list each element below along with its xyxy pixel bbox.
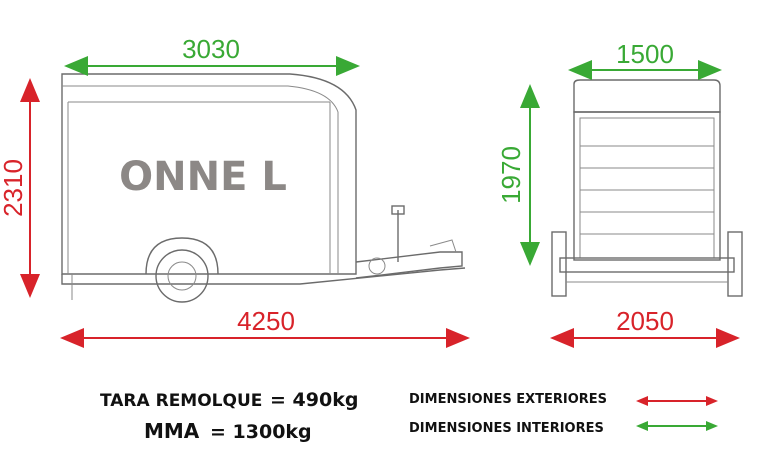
arrowhead-left	[64, 56, 88, 76]
rear-door-panel	[579, 117, 715, 259]
legend-exterior-arrow	[636, 396, 718, 406]
coupling-head	[429, 239, 457, 253]
arrowhead-bottom	[520, 242, 540, 266]
exterior-height-label: 2310	[0, 159, 28, 217]
arrowhead-top	[520, 84, 540, 108]
arrowhead-right	[336, 56, 360, 76]
arrowhead-right	[716, 328, 740, 348]
arrowhead-right	[446, 328, 470, 348]
right-wheel	[727, 231, 743, 297]
exterior-width-label: 2050	[616, 306, 674, 336]
arrowhead-left	[568, 60, 592, 80]
legend-exterior-label: DIMENSIONES EXTERIORES	[409, 392, 607, 407]
mma-label: MMA	[144, 419, 200, 443]
legend-interior-label: DIMENSIONES INTERIORES	[409, 421, 604, 436]
weight-specs: TARA REMOLQUE = 490kg MMA = 1300kg	[100, 389, 358, 443]
arrowhead-right	[698, 60, 722, 80]
rear-bumper	[559, 257, 735, 273]
interior-length-label: 3030	[182, 34, 240, 64]
mma-value: = 1300kg	[210, 421, 312, 443]
interior-height-label: 1970	[496, 146, 526, 204]
side-view: ONNE L 3030 4250 2310	[0, 34, 470, 348]
drawbar	[355, 251, 463, 279]
legend: DIMENSIONES EXTERIORES DIMENSIONES INTER…	[409, 392, 718, 436]
chassis-frame	[61, 267, 466, 285]
arrowhead-bottom	[20, 274, 40, 298]
arrowhead-left	[60, 328, 84, 348]
interior-width-label: 1500	[616, 39, 674, 69]
tara-label: TARA REMOLQUE	[100, 391, 262, 411]
jockey-wheel-handle	[391, 205, 405, 215]
trailer-body-outline	[61, 73, 357, 275]
arrowhead-top	[20, 78, 40, 102]
exterior-length-dimension: 4250	[60, 306, 470, 348]
brand-logo-text: ONNE L	[119, 154, 287, 200]
legend-interior-arrow	[636, 421, 718, 431]
exterior-length-label: 4250	[237, 306, 295, 336]
arrowhead-left	[550, 328, 574, 348]
rear-door	[573, 111, 721, 261]
interior-length-dimension: 3030	[64, 34, 360, 76]
tara-value: = 490kg	[270, 389, 358, 411]
rear-body-outline	[573, 79, 721, 113]
interior-width-dimension: 1500	[568, 39, 722, 80]
wheel-fender	[145, 237, 219, 275]
trailer-roof-line	[62, 85, 339, 274]
interior-height-dimension: 1970	[496, 84, 540, 266]
wheel	[155, 249, 209, 303]
rear-view: 1500 1970 2050	[496, 39, 743, 348]
wheel-hub	[167, 261, 197, 291]
exterior-height-dimension: 2310	[0, 78, 40, 298]
exterior-width-dimension: 2050	[550, 306, 740, 348]
left-wheel	[551, 231, 567, 297]
jockey-wheel	[368, 257, 386, 275]
